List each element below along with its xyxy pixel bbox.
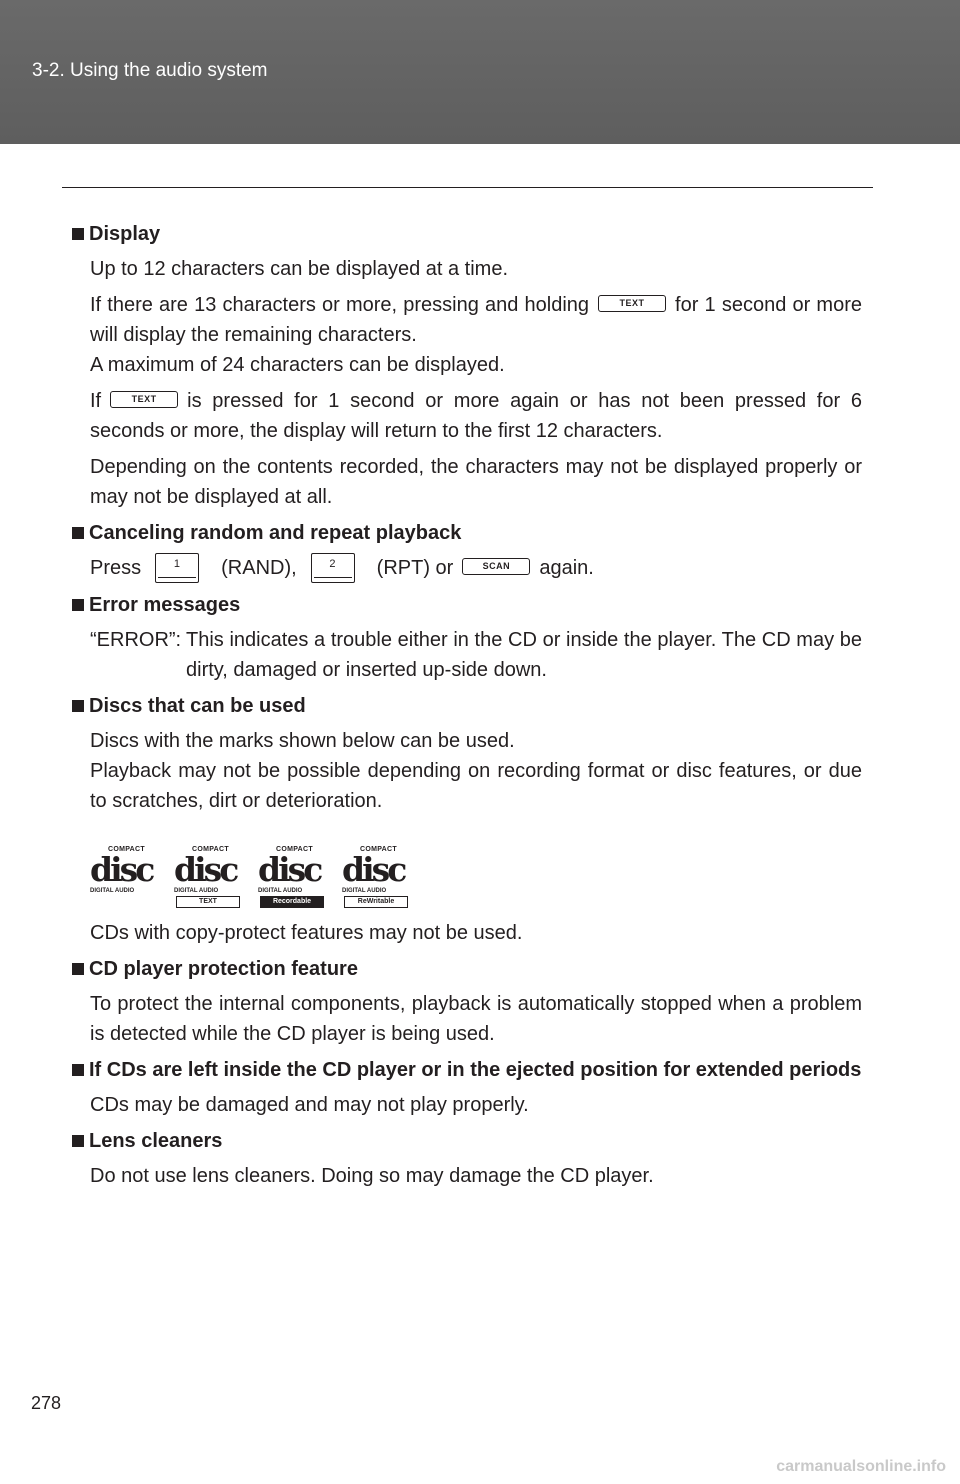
section-title: 3-2. Using the audio system [32,60,268,81]
scan-button-icon: SCAN [462,558,531,576]
paragraph: Do not use lens cleaners. Doing so may d… [90,1164,654,1187]
paragraph: Up to 12 characters can be displayed at … [90,258,509,280]
header-rule [62,187,873,188]
text-button-icon: TEXT [598,295,667,313]
heading-error-messages: Error messages [72,590,862,620]
bullet-square-icon [72,527,84,539]
paragraph: Depending on the contents recorded, the … [90,456,862,508]
paragraph: If there are 13 characters or more, pres… [90,294,862,346]
page-number: 278 [31,1393,62,1413]
paragraph: Playback may not be possible depending o… [90,759,862,812]
disc-logos: COMPACT disc DIGITAL AUDIO COMPACT disc … [72,845,862,908]
compact-disc-rewritable-logo: COMPACT disc DIGITAL AUDIO ReWritable [342,846,408,908]
heading-discs: Discs that can be used [72,691,862,721]
page-header: 3-2. Using the audio system [0,0,960,144]
paragraph: To protect the internal components, play… [90,992,862,1045]
preset-1-button-icon: 1 [155,552,200,583]
bullet-square-icon [72,228,84,240]
bullet-square-icon [72,598,84,611]
error-term: “ERROR”: [90,628,182,651]
bullet-square-icon [72,962,84,975]
heading-lens-cleaners: Lens cleaners [72,1126,862,1156]
paragraph: A maximum of 24 characters can be displa… [90,354,505,376]
text-button-icon: TEXT [110,391,179,409]
paragraph: Discs with the marks shown below can be … [90,729,515,752]
preset-2-button-icon: 2 [310,552,355,583]
compact-disc-recordable-logo: COMPACT disc DIGITAL AUDIO Recordable [258,846,324,908]
paragraph: CDs with copy-protect features may not b… [90,921,523,944]
bullet-square-icon [72,699,84,712]
error-entry: “ERROR”: This indicates a trouble either… [72,625,862,685]
page-content: Display Up to 12 characters can be displ… [72,214,862,1197]
error-definition: This indicates a trouble either in the C… [186,628,862,681]
bullet-square-icon [72,1063,84,1076]
heading-protection: CD player protection feature [72,954,862,984]
compact-disc-text-logo: COMPACT disc DIGITAL AUDIO TEXT [174,846,240,908]
heading-display: Display [72,219,862,249]
bullet-square-icon [72,1134,84,1147]
compact-disc-logo: COMPACT disc DIGITAL AUDIO [90,845,155,894]
heading-left-inside: If CDs are left inside the CD player or … [72,1055,862,1085]
heading-canceling: Canceling random and repeat playback [72,518,862,548]
paragraph: CDs may be damaged and may not play prop… [90,1093,529,1116]
watermark: carmanualsonline.info [776,1458,946,1475]
